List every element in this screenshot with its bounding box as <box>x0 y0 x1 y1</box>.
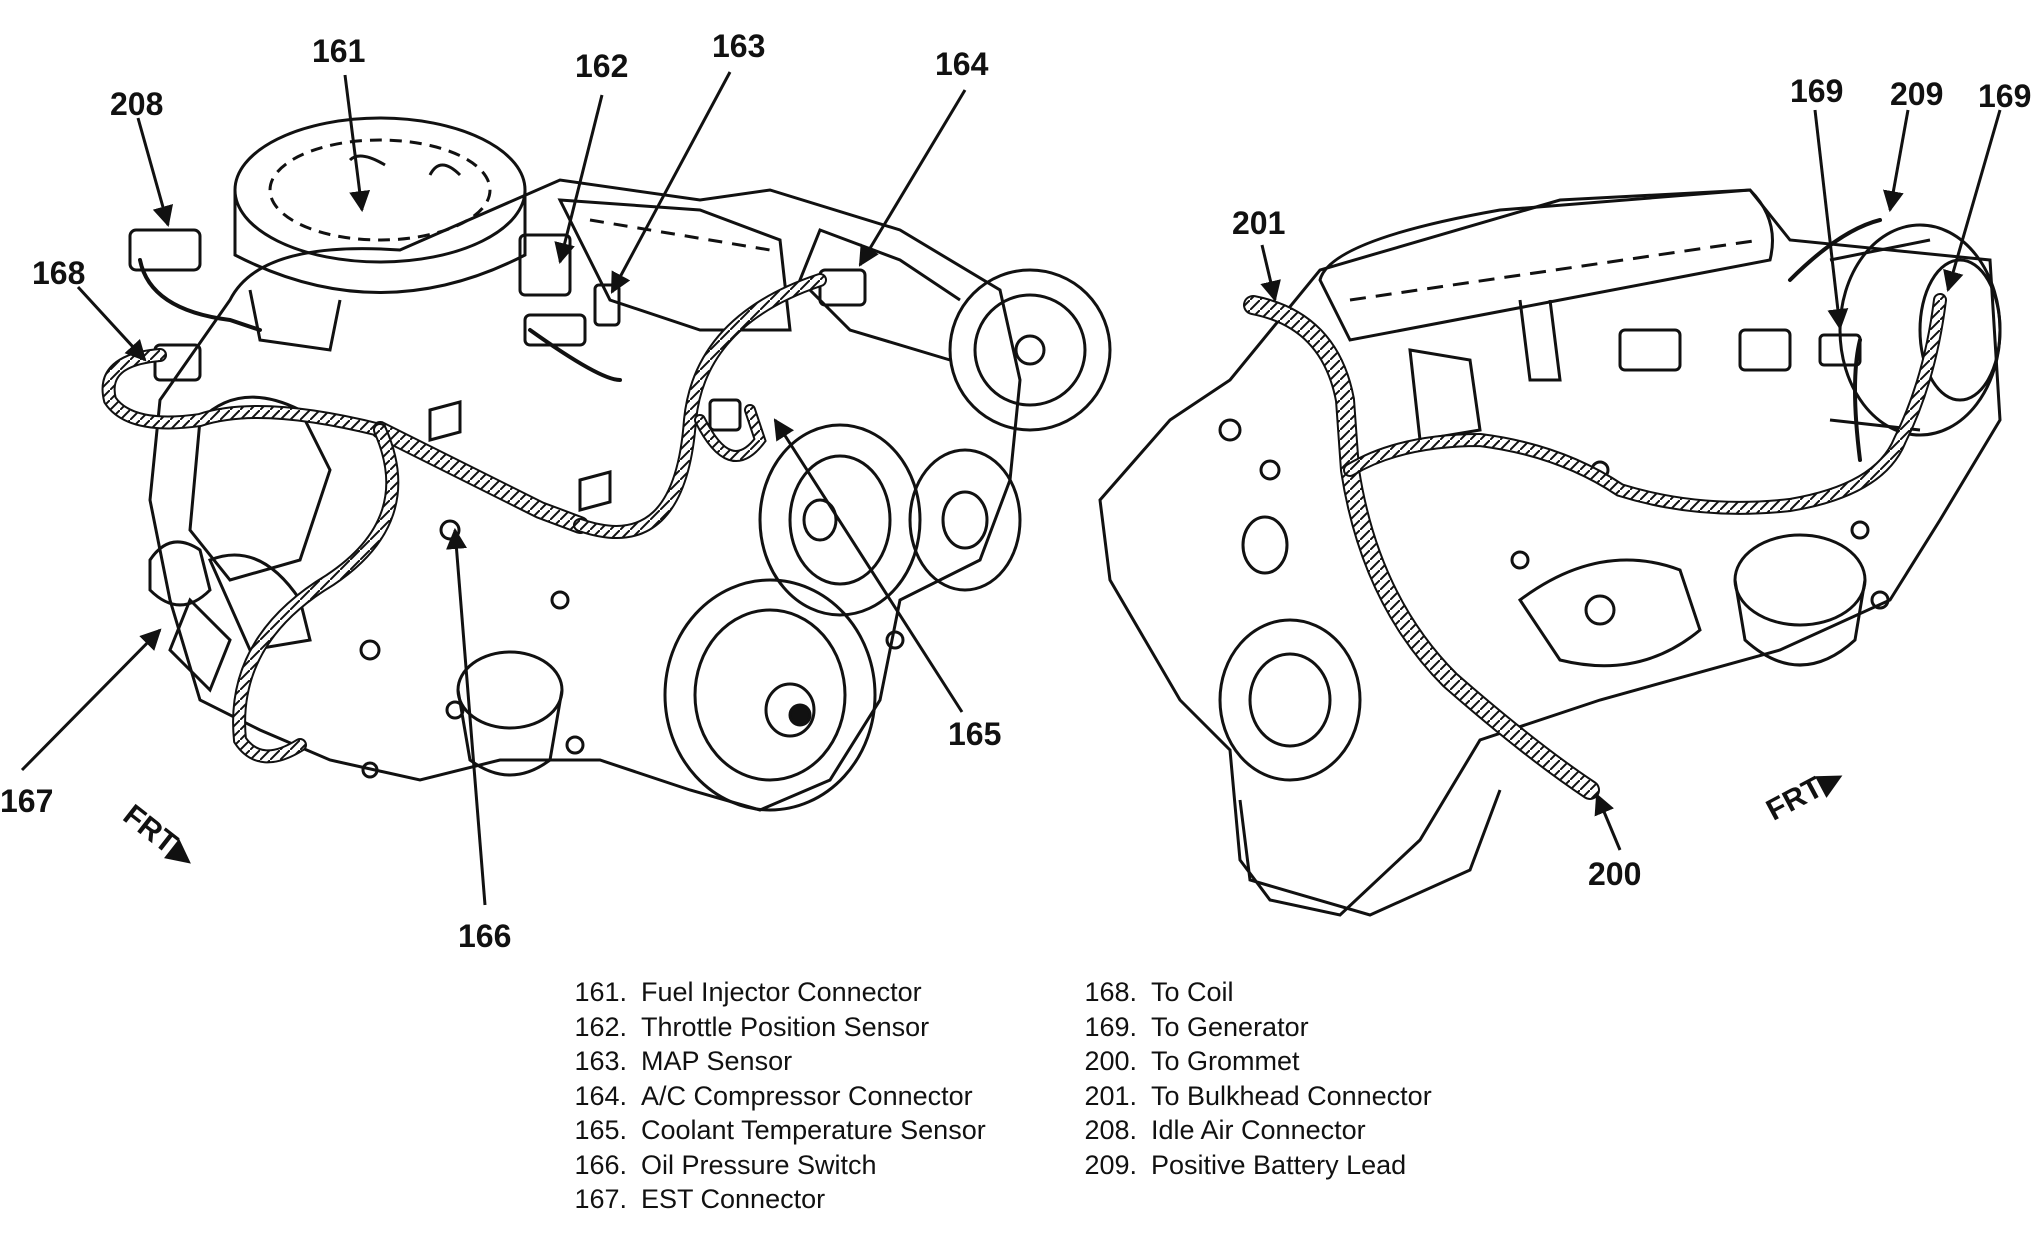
legend-item: 168. To Coil <box>1065 975 1432 1010</box>
legend-number: 168. <box>1084 977 1137 1007</box>
legend-number: 162. <box>574 1011 627 1042</box>
legend-item: 169. To Generator <box>1065 1010 1432 1045</box>
right-engine-illustration <box>1098 188 2002 917</box>
legend-item: 208. Idle Air Connector <box>1065 1113 1432 1148</box>
legend-label: Coolant Temperature Sensor <box>641 1115 986 1145</box>
legend-number: 163. <box>574 1046 627 1076</box>
callout-162: 162 <box>575 48 629 84</box>
legend-number: 165. <box>574 1115 627 1145</box>
callout-165: 165 <box>948 716 1002 752</box>
left-engine-illustration <box>128 116 1112 812</box>
legend-number: 169. <box>1084 1011 1137 1042</box>
right-leader-lines <box>1260 109 2002 851</box>
legend-item: 201. To Bulkhead Connector <box>1065 1079 1432 1114</box>
callout-169-right: 169 <box>1978 78 2032 114</box>
legend-label: MAP Sensor <box>641 1046 793 1076</box>
left-wiring-harness <box>101 258 827 764</box>
legend-number: 161. <box>574 977 627 1007</box>
legend-item: 163. MAP Sensor <box>555 1044 986 1079</box>
callout-167: 167 <box>0 783 54 819</box>
legend-label: Positive Battery Lead <box>1151 1149 1407 1180</box>
legend-number: 200. <box>1084 1046 1137 1076</box>
legend-number: 209. <box>1084 1149 1137 1180</box>
legend-label: To Bulkhead Connector <box>1151 1080 1432 1111</box>
legend-number: 167. <box>574 1184 627 1214</box>
legend-label: To Coil <box>1151 977 1234 1007</box>
legend-item: 200. To Grommet <box>1065 1044 1432 1079</box>
right-wiring-harness <box>1243 218 1947 800</box>
legend-item: 165. Coolant Temperature Sensor <box>555 1113 986 1148</box>
callout-169-left: 169 <box>1790 73 1844 109</box>
legend-label: Oil Pressure Switch <box>641 1149 877 1180</box>
callout-201: 201 <box>1232 205 1286 241</box>
legend-number: 201. <box>1084 1080 1137 1111</box>
legend-item: 166. Oil Pressure Switch <box>555 1148 986 1183</box>
legend-label: To Generator <box>1151 1011 1309 1042</box>
legend-label: Throttle Position Sensor <box>641 1011 930 1042</box>
legend-label: Fuel Injector Connector <box>641 977 922 1007</box>
legend-number: 166. <box>574 1149 627 1180</box>
callout-163: 163 <box>712 28 766 64</box>
legend-label: A/C Compressor Connector <box>641 1080 973 1111</box>
left-leader-lines <box>20 71 967 906</box>
legend-item: 162. Throttle Position Sensor <box>555 1010 986 1045</box>
legend-label: Idle Air Connector <box>1151 1115 1366 1145</box>
legend-item: 209. Positive Battery Lead <box>1065 1148 1432 1183</box>
legend-item: 161. Fuel Injector Connector <box>555 975 986 1010</box>
callout-161: 161 <box>312 33 366 69</box>
legend-right-column: 168. To Coil 169. To Generator 200. To Grom… <box>1065 975 1432 1183</box>
legend-number: 164. <box>574 1080 627 1111</box>
legend-number: 208. <box>1084 1115 1137 1145</box>
callout-164: 164 <box>935 46 989 82</box>
legend-item: 164. A/C Compressor Connector <box>555 1079 986 1114</box>
legend-label: To Grommet <box>1151 1046 1300 1076</box>
callout-200: 200 <box>1588 856 1642 892</box>
callout-209: 209 <box>1890 76 1944 112</box>
legend-left-column: 161. Fuel Injector Connector 162. Throttle… <box>555 975 986 1217</box>
callout-166: 166 <box>458 918 512 954</box>
legend-label: EST Connector <box>641 1184 826 1214</box>
callout-168: 168 <box>32 255 86 291</box>
callout-208: 208 <box>110 86 164 122</box>
legend-item: 167. EST Connector <box>555 1182 986 1217</box>
